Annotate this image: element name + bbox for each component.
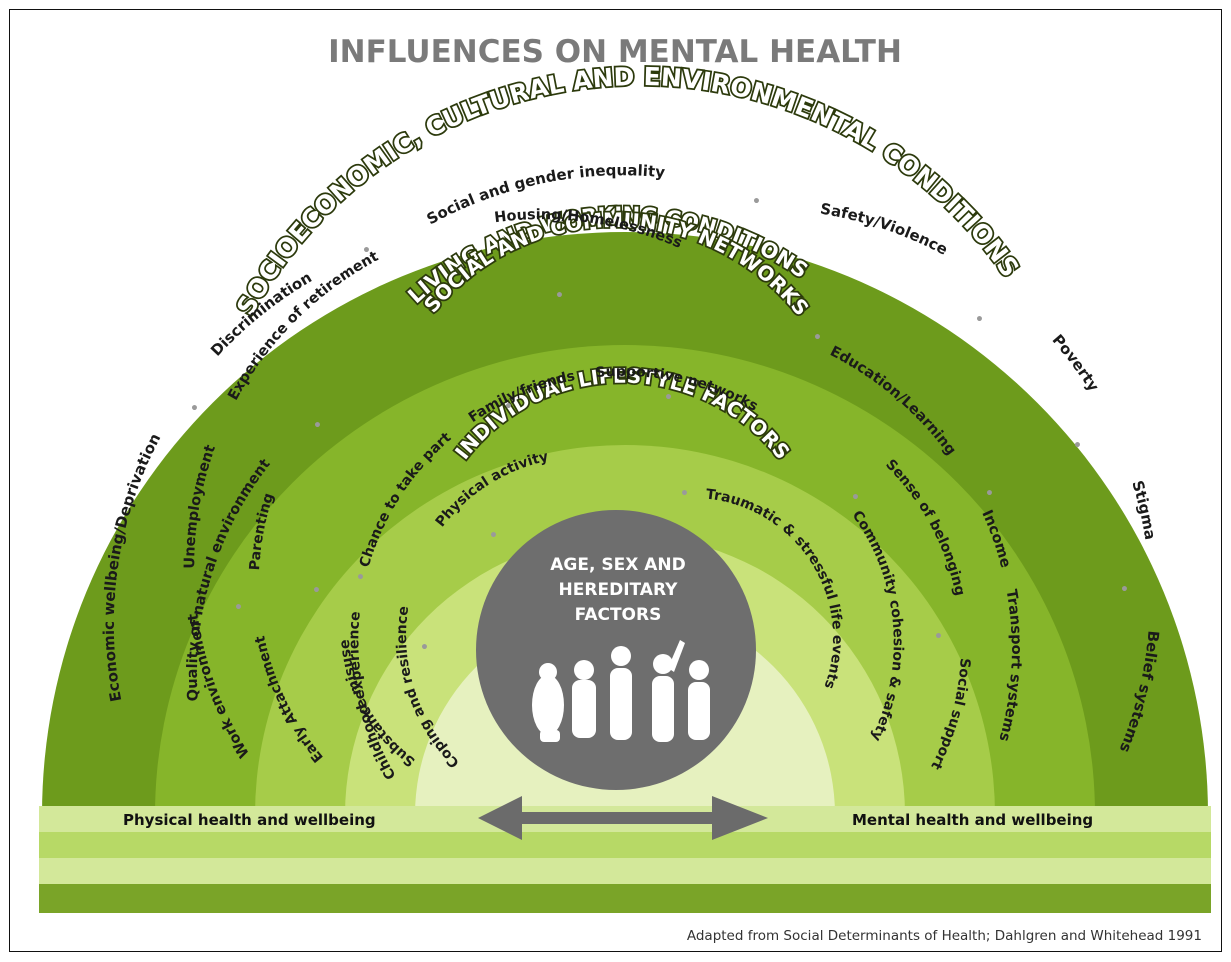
page-title: INFLUENCES ON MENTAL HEALTH [328,34,902,70]
health-bands [39,806,1211,913]
svg-text:•: • [813,330,822,346]
socio-item-poverty: Poverty [1049,331,1103,395]
svg-text:•: • [934,629,943,645]
svg-text:•: • [1073,438,1082,454]
svg-text:•: • [313,418,322,434]
svg-text:•: • [985,486,994,502]
separator-dots: • • • • • • • • • • • • • • • • • • • • [190,194,1129,656]
band-2 [39,832,1211,858]
source-caption: Adapted from Social Determinants of Heal… [687,928,1202,944]
socio-item-safety: Safety/Violence [819,200,951,259]
svg-text:•: • [975,312,984,328]
svg-text:•: • [680,486,689,502]
svg-text:•: • [312,583,321,599]
people-silhouettes-icon [532,640,710,742]
svg-text:•: • [234,600,243,616]
core-label-line2: HEREDITARY [559,580,679,600]
double-arrow-icon [478,796,768,840]
band-label-physical: Physical health and wellbeing [123,811,376,829]
band-bottom [39,884,1211,913]
svg-text:•: • [555,288,564,304]
svg-text:•: • [362,243,371,259]
core-label-line3: FACTORS [575,605,662,625]
svg-text:•: • [504,399,513,415]
figure-frame [9,9,1222,952]
svg-text:•: • [1120,582,1129,598]
band-3 [39,858,1211,884]
svg-text:•: • [420,640,429,656]
svg-text:•: • [851,490,860,506]
svg-text:•: • [752,194,761,210]
svg-text:•: • [664,390,673,406]
svg-text:•: • [489,528,498,544]
core-label-line1: AGE, SEX AND [550,555,685,575]
svg-text:•: • [356,570,365,586]
svg-text:•: • [190,401,199,417]
band-label-mental: Mental health and wellbeing [852,811,1093,829]
